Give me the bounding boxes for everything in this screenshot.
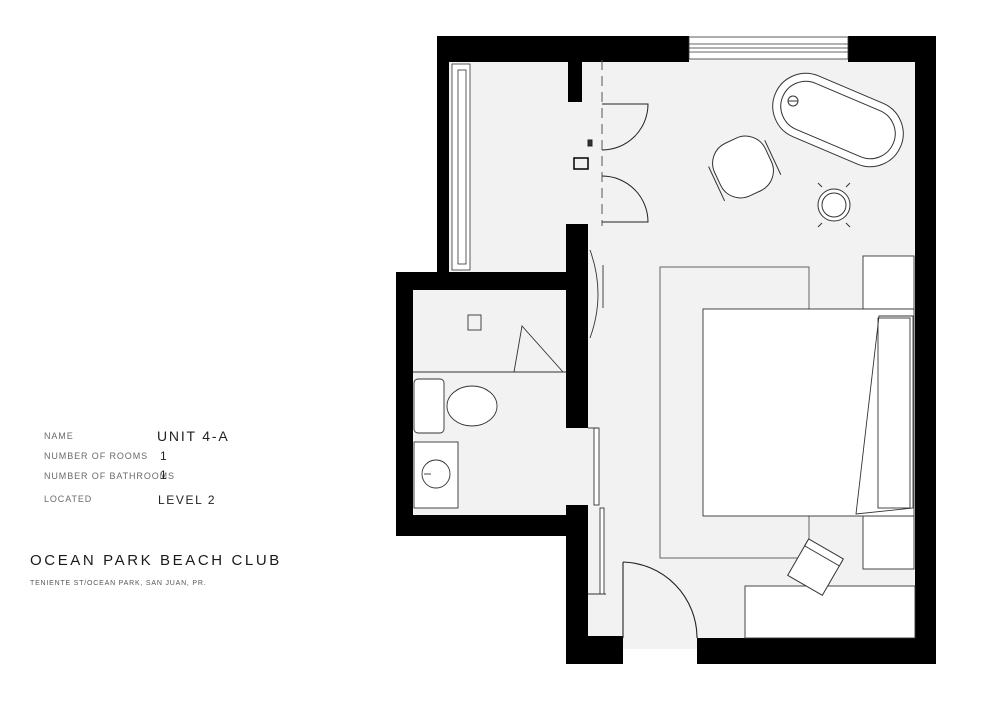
rooms-value: 1 — [160, 449, 169, 463]
sink-basin-icon — [421, 459, 451, 489]
located-label: LOCATED — [44, 494, 93, 504]
project-address: TENIENTE ST/OCEAN PARK, SAN JUAN, PR. — [30, 580, 207, 587]
sliding-door — [588, 427, 606, 595]
wall-bottom-left — [566, 636, 623, 664]
nightstand-top — [862, 255, 915, 310]
window — [688, 36, 849, 60]
bathtub — [772, 72, 904, 168]
side-table — [817, 182, 851, 228]
armchair — [708, 135, 782, 202]
bed — [702, 308, 915, 517]
wall-right — [915, 36, 936, 664]
shower-drain-icon — [467, 314, 482, 331]
bench — [744, 585, 916, 639]
wall-bath-left — [396, 272, 413, 536]
toilet-tank-icon — [413, 378, 445, 434]
wall-left-lower — [566, 505, 588, 664]
wall-bottom-right — [697, 638, 936, 664]
wall-bath-top — [396, 272, 586, 290]
closet-shelf — [451, 63, 471, 271]
project-title: OCEAN PARK BEACH CLUB — [30, 552, 282, 569]
wall-partition-stub — [568, 58, 582, 102]
shower-door — [513, 325, 564, 373]
wall-left-upper — [437, 36, 449, 283]
nightstand-bottom — [862, 515, 915, 570]
unit-info-panel: NAME UNIT 4-A NUMBER OF ROOMS 1 NUMBER O… — [0, 0, 400, 707]
wall-mirror — [589, 249, 604, 339]
wall-top-left — [437, 36, 689, 62]
toilet-bowl-icon — [446, 385, 498, 427]
wall-partition-mid — [566, 224, 588, 289]
bathroom-fixtures — [413, 314, 566, 509]
name-label: NAME — [44, 431, 74, 441]
located-value: LEVEL 2 — [158, 493, 217, 507]
bathrooms-value: 1 — [160, 468, 169, 482]
closet-doors — [573, 60, 649, 226]
sink-counter — [413, 441, 459, 509]
bathrooms-label: NUMBER OF BATHROOMS — [44, 471, 175, 481]
wall-bath-bottom — [396, 515, 586, 536]
wall-bath-right — [566, 288, 588, 428]
name-value: UNIT 4-A — [157, 428, 230, 444]
pillow — [877, 317, 911, 509]
stool — [786, 538, 845, 597]
entry-door — [622, 561, 698, 639]
walls — [396, 36, 936, 664]
rooms-label: NUMBER OF ROOMS — [44, 451, 149, 461]
